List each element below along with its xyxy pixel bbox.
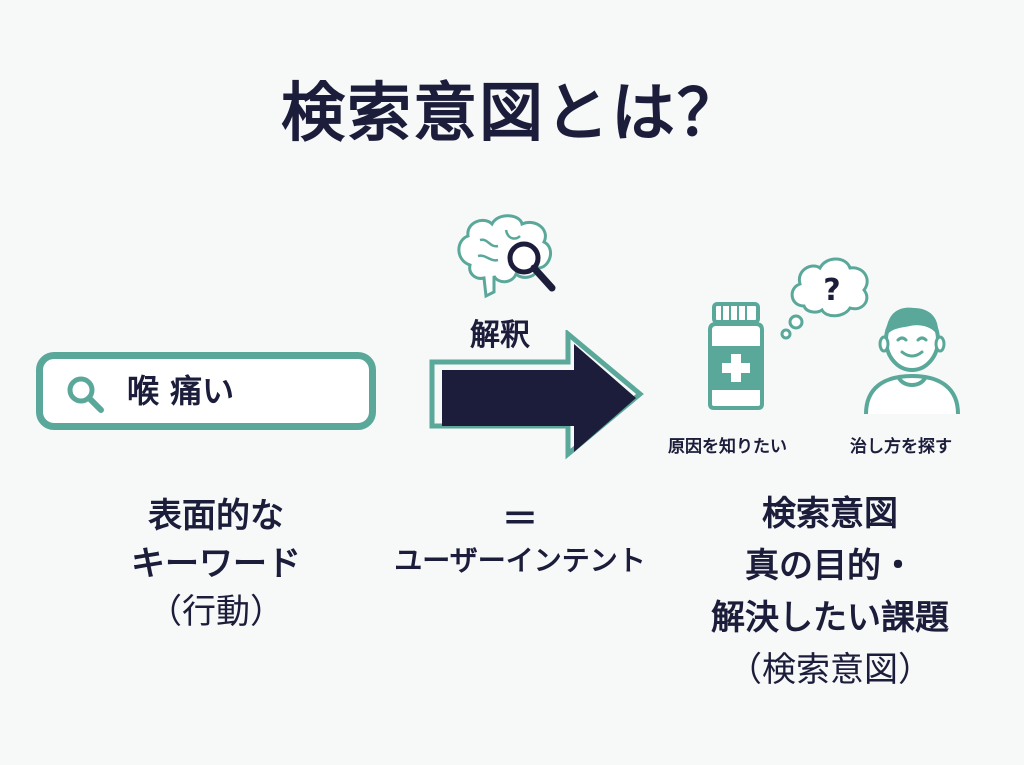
right-line-4: （検索意図） [728, 650, 932, 690]
search-query: 喉 痛い [127, 372, 235, 410]
left-line-3: （行動） [148, 592, 284, 632]
thought-bubble-icon: ? [780, 257, 869, 340]
arrow-icon [429, 330, 644, 460]
search-icon [67, 376, 104, 413]
page-title: 検索意図とは？ [281, 77, 743, 151]
interpret-label: 解釈 [470, 318, 530, 353]
user-intent-text: ＝ ユーザーインテント [360, 500, 680, 582]
medicine-bottle-icon [708, 302, 764, 410]
search-bar[interactable]: 喉 痛い [36, 352, 376, 430]
person-icon [864, 307, 960, 415]
cause-label: 原因を知りたい [668, 437, 787, 457]
left-line-2: キーワード [131, 544, 301, 584]
left-line-1: 表面的な [148, 496, 284, 536]
question-mark: ? [823, 273, 840, 308]
surface-keyword-text: 表面的な キーワード （行動） [86, 492, 346, 636]
right-line-2: 真の目的・ [745, 546, 915, 586]
right-line-1: 検索意図 [762, 494, 898, 534]
user-intent-label: ユーザーインテント [394, 544, 646, 577]
right-line-3: 解決したい課題 [711, 598, 949, 638]
cure-label: 治し方を探す [850, 437, 952, 457]
equals-sign: ＝ [501, 499, 538, 540]
search-intent-text: 検索意図 真の目的・ 解決したい課題 （検索意図） [660, 488, 1000, 696]
brain-magnifier-icon [457, 214, 556, 299]
